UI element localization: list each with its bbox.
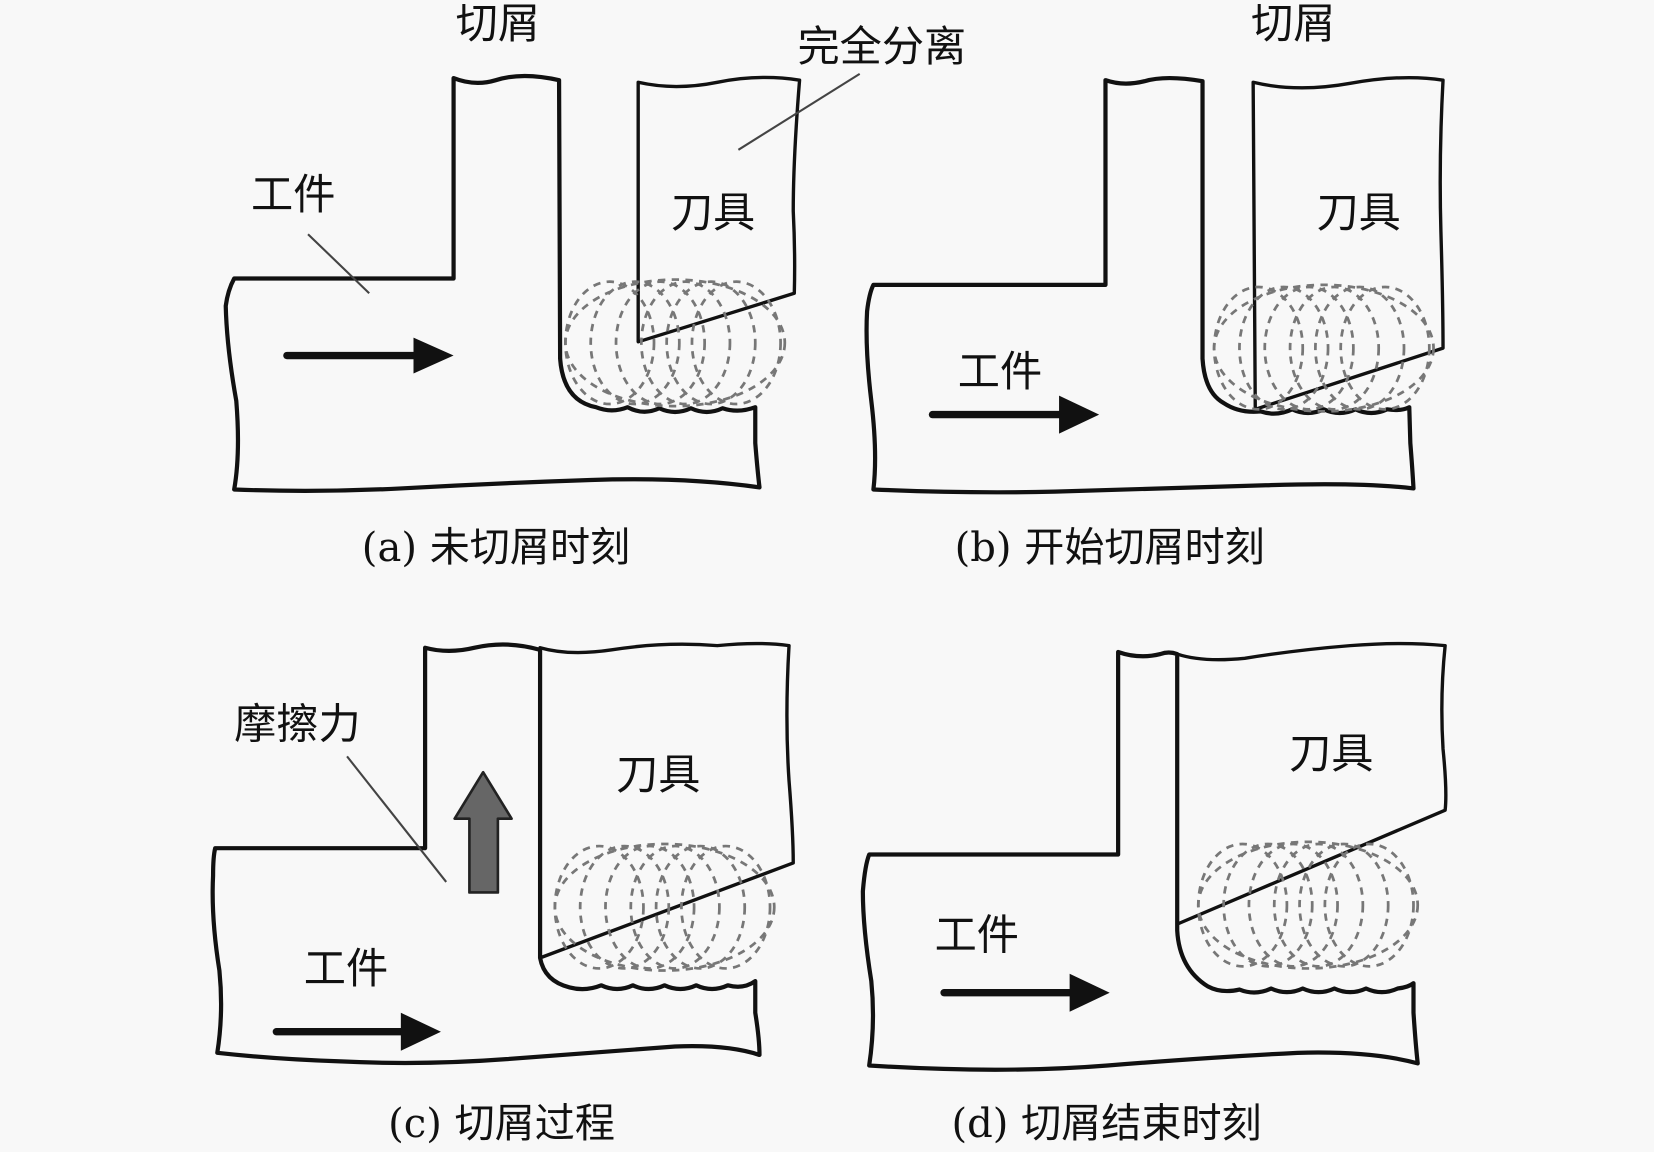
vortex-ring xyxy=(589,280,681,406)
tool-label: 刀具 xyxy=(616,750,700,799)
tool-outline xyxy=(1251,75,1445,412)
panel-b: 切屑 工件 刀具 (b) 开始切屑时刻 xyxy=(864,0,1445,571)
friction-leader-line xyxy=(346,755,448,883)
workpiece-label: 工件 xyxy=(935,910,1019,959)
vortex-rings xyxy=(1196,840,1420,970)
vortex-ring xyxy=(1339,285,1431,411)
vortex-ring xyxy=(1288,285,1381,411)
vortex-ring-outer xyxy=(553,842,776,972)
vortex-ring xyxy=(1238,285,1330,411)
vortex-ring-outer xyxy=(1196,840,1420,970)
workpiece-motion-arrow xyxy=(940,973,1110,1012)
vortex-ring xyxy=(1196,842,1289,968)
vortex-ring xyxy=(654,844,747,970)
chip-label: 切屑 xyxy=(456,0,540,48)
vortex-ring xyxy=(1247,842,1339,968)
workpiece-outline xyxy=(860,649,1420,1072)
workpiece-outline xyxy=(210,642,762,1066)
panel-caption: (d) 切屑结束时刻 xyxy=(951,1101,1261,1147)
tool-label: 刀具 xyxy=(1316,188,1400,237)
vortex-ring xyxy=(1314,285,1406,411)
vortex-ring xyxy=(1263,285,1355,411)
vortex-rings xyxy=(1212,283,1435,413)
vortex-ring xyxy=(639,280,732,406)
chip-label: 切屑 xyxy=(1251,0,1335,48)
panel-d: 工件 刀具 (d) 切屑结束时刻 xyxy=(860,641,1448,1147)
workpiece-motion-arrow xyxy=(283,337,454,374)
vortex-rings xyxy=(553,842,776,972)
friction-force-arrow xyxy=(453,770,513,894)
panel-caption: (a) 未切屑时刻 xyxy=(362,525,630,571)
panel-caption: (b) 开始切屑时刻 xyxy=(955,525,1265,571)
vortex-rings xyxy=(564,278,787,408)
separation-label: 完全分离 xyxy=(797,22,966,71)
vortex-ring xyxy=(553,844,645,970)
workpiece-label: 工件 xyxy=(304,944,388,993)
vortex-ring xyxy=(1212,285,1305,411)
workpiece-leader-line xyxy=(307,233,370,295)
vortex-ring xyxy=(665,280,757,406)
tool-outline xyxy=(538,641,795,960)
vortex-ring-outer xyxy=(1212,283,1435,413)
vortex-ring xyxy=(578,844,671,970)
tool-outline xyxy=(636,75,802,344)
vortex-ring xyxy=(680,844,772,970)
workpiece-outline xyxy=(223,73,762,493)
vortex-ring xyxy=(604,844,696,970)
vortex-ring xyxy=(629,844,721,970)
vortex-ring xyxy=(614,280,707,406)
vortex-ring xyxy=(1272,842,1365,968)
tool-label: 刀具 xyxy=(671,188,755,237)
friction-label: 摩擦力 xyxy=(234,699,361,748)
panel-caption: (c) 切屑过程 xyxy=(388,1101,615,1147)
panel-c: 摩擦力 工件 刀具 (c) 切屑过程 xyxy=(210,641,795,1147)
vortex-ring xyxy=(690,280,782,406)
workpiece-motion-arrow xyxy=(928,395,1100,434)
tool-outline xyxy=(1175,641,1448,926)
workpiece-label: 工件 xyxy=(958,347,1042,396)
vortex-ring xyxy=(1222,842,1314,968)
panel-a: 切屑 完全分离 工件 刀具 (a) 未切屑时刻 xyxy=(223,0,966,571)
vortex-ring xyxy=(564,280,656,406)
workpiece-label: 工件 xyxy=(251,170,335,219)
workpiece-outline xyxy=(864,75,1416,495)
vortex-ring xyxy=(1323,842,1415,968)
separation-leader-line xyxy=(737,72,861,151)
vortex-ring-outer xyxy=(564,278,787,408)
tool-label: 刀具 xyxy=(1289,729,1373,778)
workpiece-motion-arrow xyxy=(272,1012,441,1051)
vortex-ring xyxy=(1298,842,1390,968)
